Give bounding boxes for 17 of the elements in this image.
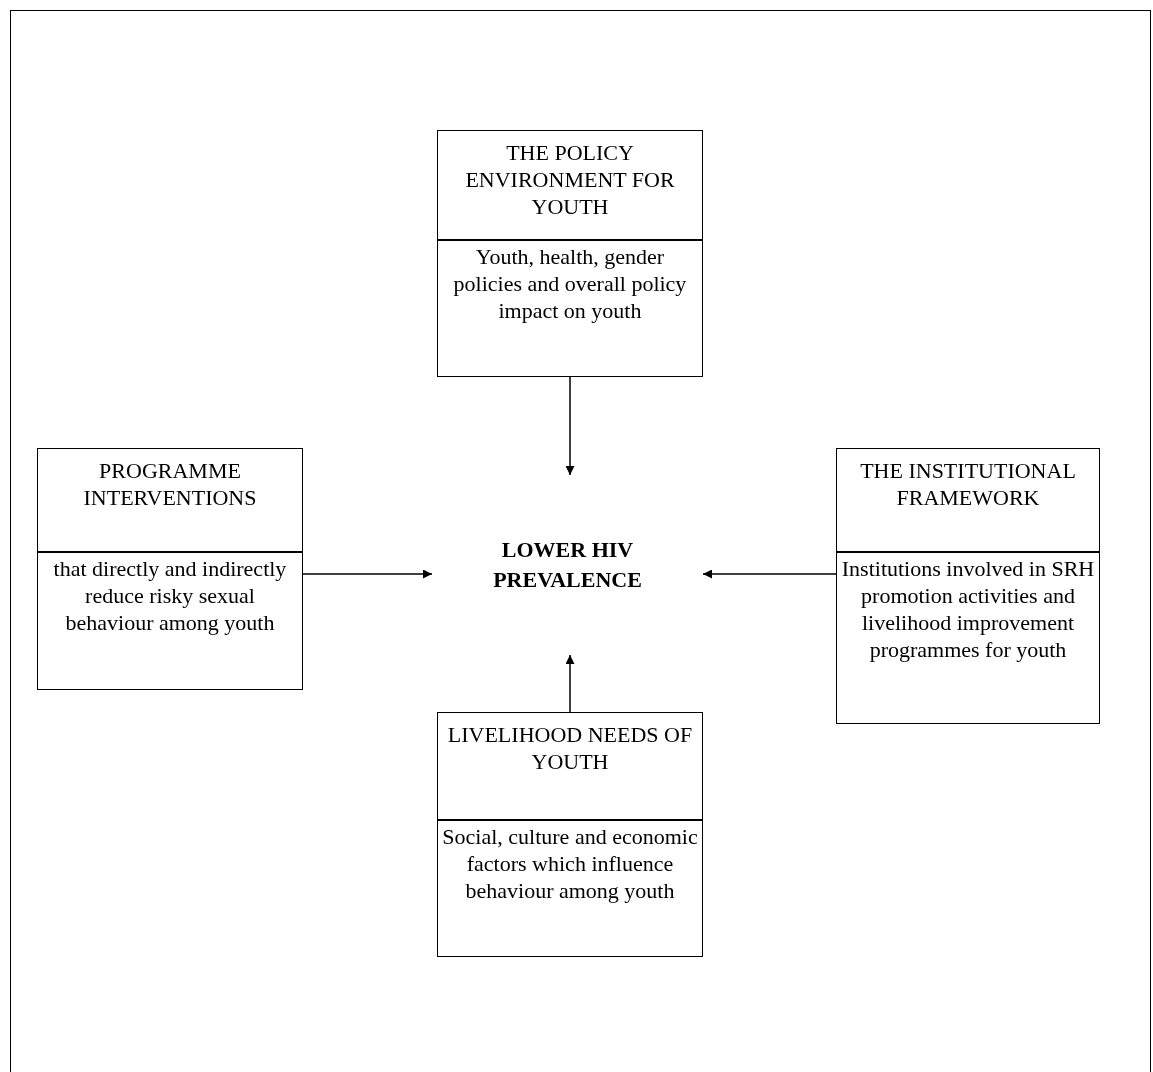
arrow <box>702 569 837 579</box>
box-heading: LIVELIHOOD NEEDS OF YOUTH <box>438 713 702 821</box>
box-heading: THE INSTITUTIONAL FRAMEWORK <box>837 449 1099 553</box>
box-heading: PROGRAMME INTERVENTIONS <box>38 449 302 553</box>
arrow <box>565 376 575 476</box>
factor-box <box>437 130 703 377</box>
outcome-text: LOWER HIV PREVALENCE <box>492 536 643 594</box>
factor-box <box>37 448 303 690</box>
box-description: that directly and indirectly reduce risky sexual behaviour among youth <box>52 555 288 636</box>
arrow <box>302 569 433 579</box>
box-description: Social, culture and economic factors which influence behaviour among youth <box>441 823 699 904</box>
factor-box <box>836 448 1100 724</box>
box-heading: THE POLICY ENVIRONMENT FOR YOUTH <box>438 131 702 241</box>
factor-box <box>437 712 703 957</box>
box-description: Institutions involved in SRH promotion activities and livelihood improvement programmes for youth <box>840 555 1096 663</box>
arrow <box>565 654 575 713</box>
box-description: Youth, health, gender policies and overall policy impact on youth <box>452 243 688 324</box>
